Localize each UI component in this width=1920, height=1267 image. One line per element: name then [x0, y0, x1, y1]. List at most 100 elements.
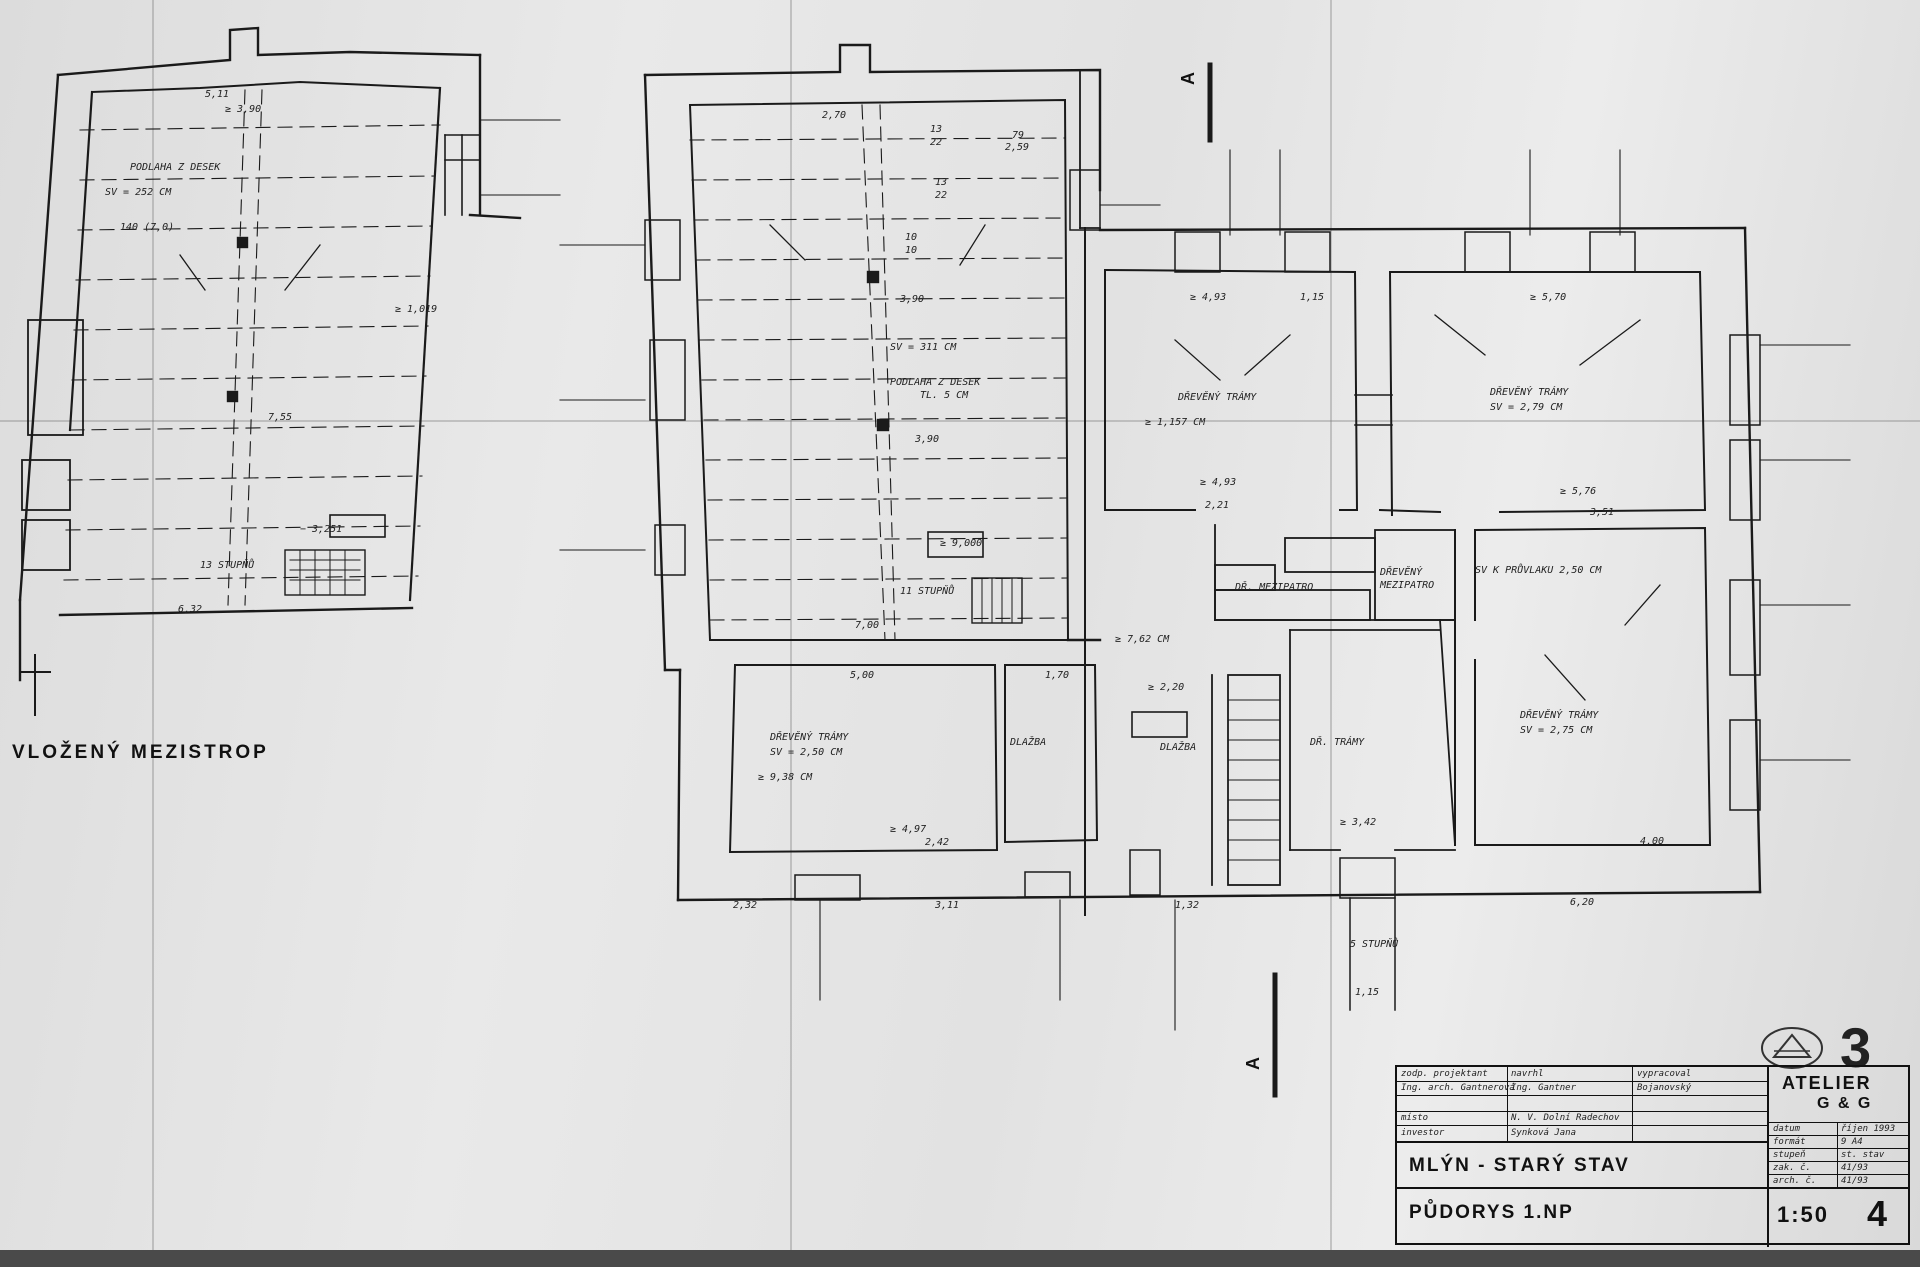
tb-label-place: místo — [1401, 1113, 1429, 1123]
svg-text:13: 13 — [935, 177, 947, 188]
tb-project: MLÝN - STARÝ STAV — [1409, 1155, 1630, 1176]
svg-text:1,32: 1,32 — [1175, 900, 1199, 911]
mezzanine-title: VLOŽENÝ MEZISTROP — [12, 742, 269, 763]
title-block: zodp. projektant navrhl vypracoval Ing. … — [1395, 1065, 1910, 1247]
tb-designer-name: Ing. Gantner — [1511, 1083, 1577, 1093]
svg-text:DLAŽBA: DLAŽBA — [1009, 735, 1046, 748]
tb-chief-name: Ing. arch. Gantnerová — [1401, 1083, 1515, 1093]
svg-text:1,70: 1,70 — [1045, 670, 1069, 681]
svg-text:− 3,251: − 3,251 — [300, 524, 342, 535]
svg-text:≥ 3,42: ≥ 3,42 — [1340, 817, 1376, 828]
svg-text:PODLAHA Z DESEK: PODLAHA Z DESEK — [130, 162, 221, 173]
svg-text:22: 22 — [935, 190, 947, 201]
svg-text:5,00: 5,00 — [850, 670, 874, 681]
svg-text:3,11: 3,11 — [934, 900, 959, 911]
svg-text:6,32: 6,32 — [178, 604, 202, 615]
svg-text:2,42: 2,42 — [925, 837, 949, 848]
svg-text:≥ 9,38 CM: ≥ 9,38 CM — [758, 772, 813, 783]
svg-text:2,70: 2,70 — [822, 110, 846, 121]
svg-text:≥ 7,62 CM: ≥ 7,62 CM — [1115, 634, 1170, 645]
fold-line — [790, 0, 792, 1250]
svg-text:MEZIPATRO: MEZIPATRO — [1379, 580, 1434, 591]
svg-text:DŘ. TRÁMY: DŘ. TRÁMY — [1309, 735, 1365, 748]
fold-line — [0, 420, 1920, 422]
svg-text:≥ 9,000: ≥ 9,000 — [940, 538, 982, 549]
tb-firm-sub: G & G — [1817, 1095, 1873, 1112]
tb-scale: 1:50 — [1777, 1202, 1830, 1227]
svg-text:7,55: 7,55 — [268, 412, 292, 423]
svg-text:DŘEVĚNÝ TRÁMY: DŘEVĚNÝ TRÁMY — [769, 730, 849, 743]
svg-text:DŘEVĚNÝ TRÁMY: DŘEVĚNÝ TRÁMY — [1177, 390, 1257, 403]
svg-text:140 (7,0): 140 (7,0) — [120, 222, 174, 233]
svg-text:SV = 2,50 CM: SV = 2,50 CM — [770, 747, 843, 758]
tb-archive: 41/93 — [1841, 1176, 1869, 1186]
svg-text:7,00: 7,00 — [855, 620, 879, 631]
svg-text:DLAŽBA: DLAŽBA — [1159, 740, 1196, 753]
svg-text:13 STUPŇŮ: 13 STUPŇŮ — [200, 558, 255, 571]
svg-text:≥ 4,93: ≥ 4,93 — [1190, 292, 1226, 303]
svg-text:DŘ. MEZIPATRO: DŘ. MEZIPATRO — [1234, 580, 1313, 593]
svg-text:3,51: 3,51 — [1589, 507, 1614, 518]
exterior-wall — [643, 43, 1102, 192]
tb-label-format: formát — [1773, 1137, 1806, 1147]
tb-stage: st. stav — [1841, 1150, 1885, 1160]
tb-label-designed: navrhl — [1511, 1069, 1544, 1079]
svg-text:22: 22 — [930, 137, 942, 148]
tb-label-chief: zodp. projektant — [1401, 1069, 1488, 1079]
svg-text:1,15: 1,15 — [1355, 987, 1379, 998]
tb-firm: ATELIER — [1782, 1073, 1872, 1093]
svg-text:SV = 311 CM: SV = 311 CM — [890, 342, 957, 353]
svg-text:5 STUPŇŮ: 5 STUPŇŮ — [1350, 937, 1399, 950]
tb-label-stage: stupeň — [1773, 1150, 1806, 1160]
svg-text:3,90: 3,90 — [899, 294, 924, 305]
svg-text:SV K PRŮVLAKU 2,50 CM: SV K PRŮVLAKU 2,50 CM — [1475, 563, 1602, 576]
svg-text:2,32: 2,32 — [733, 900, 757, 911]
tb-place: N. V. Dolní Radechov — [1511, 1113, 1620, 1123]
svg-text:SV = 2,79 CM: SV = 2,79 CM — [1490, 402, 1563, 413]
svg-text:DŘEVĚNÝ TRÁMY: DŘEVĚNÝ TRÁMY — [1519, 708, 1599, 721]
svg-text:≥ 2,20: ≥ 2,20 — [1148, 682, 1184, 693]
tb-label-date: datum — [1773, 1124, 1801, 1134]
tb-label-investor: investor — [1401, 1128, 1445, 1138]
sheet-number: 3 — [1840, 1016, 1872, 1079]
svg-text:≥ 4,97: ≥ 4,97 — [890, 824, 926, 835]
svg-text:2,21: 2,21 — [1205, 500, 1229, 511]
svg-text:13: 13 — [930, 124, 942, 135]
tb-date: říjen 1993 — [1841, 1124, 1896, 1134]
svg-text:11 STUPŇŮ: 11 STUPŇŮ — [900, 584, 955, 597]
svg-text:≥ 1,157 CM: ≥ 1,157 CM — [1145, 417, 1206, 428]
mezzanine-outline — [56, 26, 482, 77]
svg-text:≥ 5,76: ≥ 5,76 — [1560, 486, 1596, 497]
svg-text:SV = 2,75 CM: SV = 2,75 CM — [1520, 725, 1593, 736]
svg-text:SV = 252 CM: SV = 252 CM — [105, 187, 172, 198]
atelier-logo-icon — [1761, 1027, 1823, 1069]
svg-text:≥ 5,70: ≥ 5,70 — [1530, 292, 1566, 303]
svg-text:1,15: 1,15 — [1300, 292, 1324, 303]
svg-text:≥ 4,93: ≥ 4,93 — [1200, 477, 1236, 488]
tb-label-order: zak. č. — [1773, 1163, 1811, 1173]
tb-label-archive: arch. č. — [1773, 1176, 1817, 1186]
svg-text:10: 10 — [905, 245, 917, 256]
tb-order: 41/93 — [1841, 1163, 1869, 1173]
svg-text:5,11: 5,11 — [205, 89, 229, 100]
svg-text:2,59: 2,59 — [1005, 142, 1029, 153]
svg-text:4,00: 4,00 — [1640, 836, 1664, 847]
svg-text:PODLAHA Z DESEK: PODLAHA Z DESEK — [890, 377, 981, 388]
section-mark-top: A — [1178, 72, 1198, 85]
svg-text:3,90: 3,90 — [914, 434, 939, 445]
tb-drafter-name: Bojanovský — [1637, 1083, 1692, 1093]
tb-label-drawn: vypracoval — [1637, 1069, 1692, 1079]
svg-text:10: 10 — [905, 232, 917, 243]
svg-text:≥ 3,90: ≥ 3,90 — [225, 104, 261, 115]
tb-investor: Synková Jana — [1511, 1128, 1577, 1138]
svg-text:DŘEVĚNÝ: DŘEVĚNÝ — [1379, 565, 1423, 578]
svg-text:DŘEVĚNÝ TRÁMY: DŘEVĚNÝ TRÁMY — [1489, 385, 1569, 398]
section-mark-bottom: A — [1243, 1057, 1263, 1070]
fold-line — [1330, 0, 1332, 1250]
svg-text:6,20: 6,20 — [1570, 897, 1594, 908]
svg-text:79: 79 — [1012, 130, 1024, 141]
svg-text:TL. 5 CM: TL. 5 CM — [920, 390, 969, 401]
tb-part: 4 — [1867, 1193, 1890, 1234]
